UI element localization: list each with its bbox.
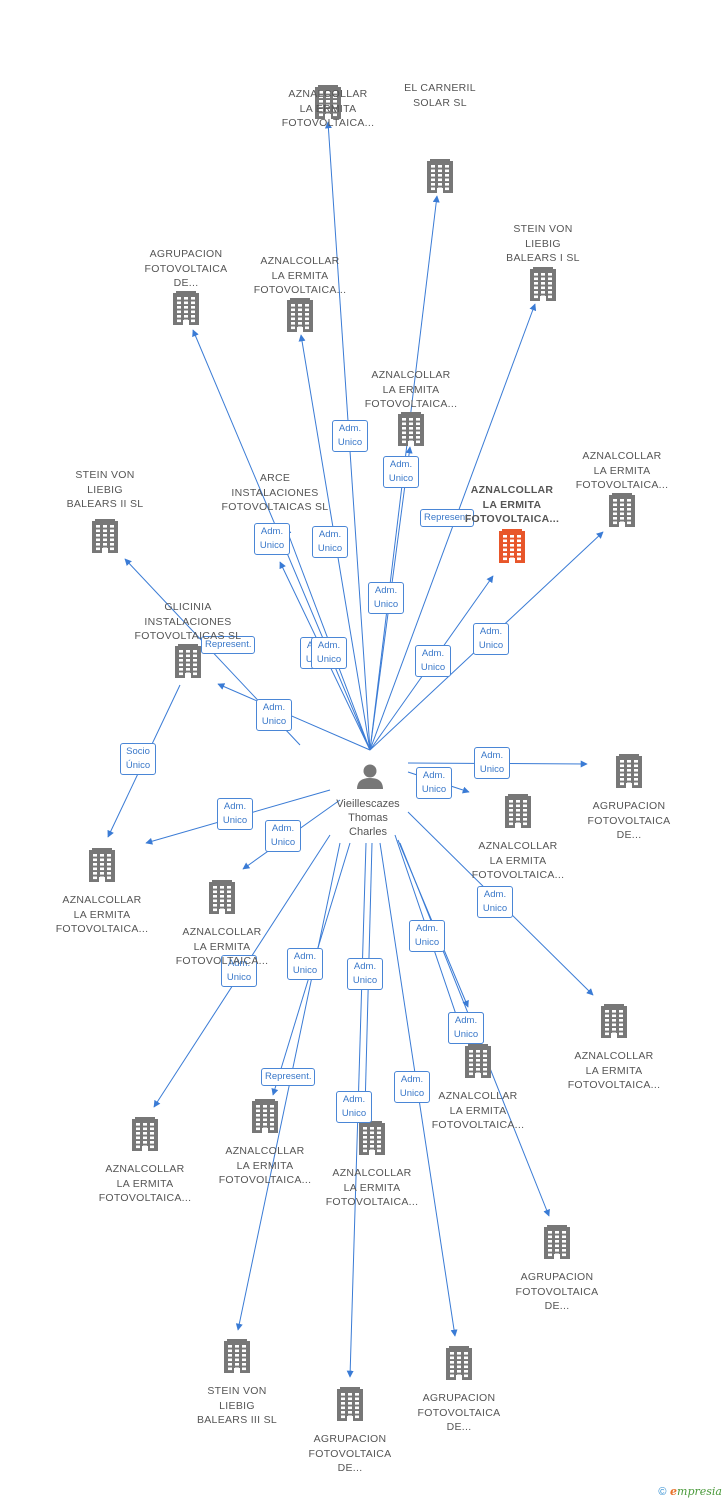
building-icon[interactable] [252,1099,278,1133]
edge-label[interactable]: Represent. [261,1068,316,1086]
edge-label[interactable]: Adm. Unico [336,1091,372,1123]
edge-label[interactable]: Adm. Unico [368,582,404,614]
person-icon[interactable] [357,764,383,790]
edge-label[interactable]: Adm. Unico [265,820,301,852]
edge-label[interactable]: Adm. Unico [221,955,257,987]
company-label[interactable]: GLICINIA INSTALACIONES FOTOVOLTAICAS SL [134,601,242,642]
center-person-name[interactable]: Vieillescazes Thomas Charles [336,798,400,838]
company-label[interactable]: STEIN VON LIEBIG BALEARS I SL [506,223,580,264]
company-label[interactable]: AGRUPACION FOTOVOLTAICA DE... [587,800,671,841]
building-icon[interactable] [337,1387,363,1421]
company-label[interactable]: AZNALCOLLAR LA ERMITA FOTOVOLTAICA... [567,1050,661,1091]
building-icon[interactable] [398,412,424,446]
building-icon[interactable] [287,298,313,332]
edge-label[interactable]: Adm. Unico [332,420,368,452]
company-label[interactable]: AZNALCOLLAR LA ERMITA FOTOVOLTAICA... [253,255,347,296]
edge-label[interactable]: Adm. Unico [312,526,348,558]
building-icon[interactable] [132,1117,158,1151]
edge-label[interactable]: Adm. Unico [347,958,383,990]
company-label[interactable]: AZNALCOLLAR LA ERMITA FOTOVOLTAICA... [325,1167,419,1208]
building-icon[interactable] [89,848,115,882]
building-icon[interactable] [359,1121,385,1155]
company-label[interactable]: AGRUPACION FOTOVOLTAICA DE... [515,1271,599,1312]
edge-label[interactable]: Socio Único [120,743,156,775]
brand-initial: e [670,1485,678,1498]
building-icon[interactable] [544,1225,570,1259]
edge-line [235,842,341,1331]
building-icon[interactable] [173,291,199,325]
building-icon[interactable] [465,1044,491,1078]
building-icon[interactable] [224,1339,250,1373]
company-label[interactable]: AZNALCOLLAR LA ERMITA FOTOVOLTAICA... [98,1163,192,1204]
company-label[interactable]: AZNALCOLLAR LA ERMITA FOTOVOLTAICA... [471,840,565,881]
company-label[interactable]: AZNALCOLLAR LA ERMITA FOTOVOLTAICA... [281,88,375,129]
building-icon[interactable] [505,794,531,828]
company-label[interactable]: STEIN VON LIEBIG BALEARS II SL [66,469,144,510]
edge-label[interactable]: Adm. Unico [287,948,323,980]
edge-line [369,303,537,751]
company-label[interactable]: AGRUPACION FOTOVOLTAICA DE... [144,248,228,289]
building-icon[interactable] [446,1346,472,1380]
building-icon[interactable] [616,754,642,788]
edge-label[interactable]: Represent. [420,509,475,527]
company-label[interactable]: AZNALCOLLAR LA ERMITA FOTOVOLTAICA... [218,1145,312,1186]
edge-label[interactable]: Adm. Unico [448,1012,484,1044]
building-icon[interactable] [427,159,453,193]
edge-label[interactable]: Adm. Unico [477,886,513,918]
edge-label[interactable]: Adm. Unico [217,798,253,830]
company-label[interactable]: STEIN VON LIEBIG BALEARS III SL [196,1385,278,1426]
edge-label[interactable]: Adm. Unico [311,637,347,669]
building-icon[interactable] [209,880,235,914]
edge-label[interactable]: Represent. [201,636,256,654]
company-label[interactable]: AZNALCOLLAR LA ERMITA FOTOVOLTAICA... [55,894,149,935]
edge-label[interactable]: Adm. Unico [256,699,292,731]
brand-footer: © empresia [658,1485,722,1498]
edge-label[interactable]: Adm. Unico [474,747,510,779]
company-label[interactable]: AZNALCOLLAR LA ERMITA FOTOVOLTAICA... [175,926,269,967]
company-label[interactable]: AGRUPACION FOTOVOLTAICA DE... [417,1392,501,1433]
building-icon[interactable] [499,529,525,563]
edge-label[interactable]: Adm. Unico [394,1071,430,1103]
company-label[interactable]: EL CARNERIL SOLAR SL [404,82,476,109]
building-icon[interactable] [609,493,635,527]
brand-name: mpresia [677,1485,722,1498]
edge-label[interactable]: Adm. Unico [254,523,290,555]
copyright-icon: © [658,1486,667,1498]
edge-label[interactable]: Adm. Unico [383,456,419,488]
building-icon[interactable] [530,267,556,301]
edge-label[interactable]: Adm. Unico [473,623,509,655]
company-label[interactable]: AZNALCOLLAR LA ERMITA FOTOVOLTAICA... [431,1090,525,1131]
building-icon[interactable] [315,85,341,119]
company-label[interactable]: ARCE INSTALACIONES FOTOVOLTAICAS SL [221,472,329,513]
edge-label[interactable]: Adm. Unico [409,920,445,952]
edge-label[interactable]: Adm. Unico [416,767,452,799]
company-label[interactable]: AZNALCOLLAR LA ERMITA FOTOVOLTAICA... [464,484,560,525]
company-label[interactable]: AZNALCOLLAR LA ERMITA FOTOVOLTAICA... [575,450,669,491]
building-icon[interactable] [601,1004,627,1038]
company-label[interactable]: AZNALCOLLAR LA ERMITA FOTOVOLTAICA... [364,369,458,410]
edge-label[interactable]: Adm. Unico [415,645,451,677]
company-label[interactable]: AGRUPACION FOTOVOLTAICA DE... [308,1433,392,1474]
building-icon[interactable] [92,519,118,553]
edge-line [217,683,371,751]
building-icon[interactable] [175,644,201,678]
